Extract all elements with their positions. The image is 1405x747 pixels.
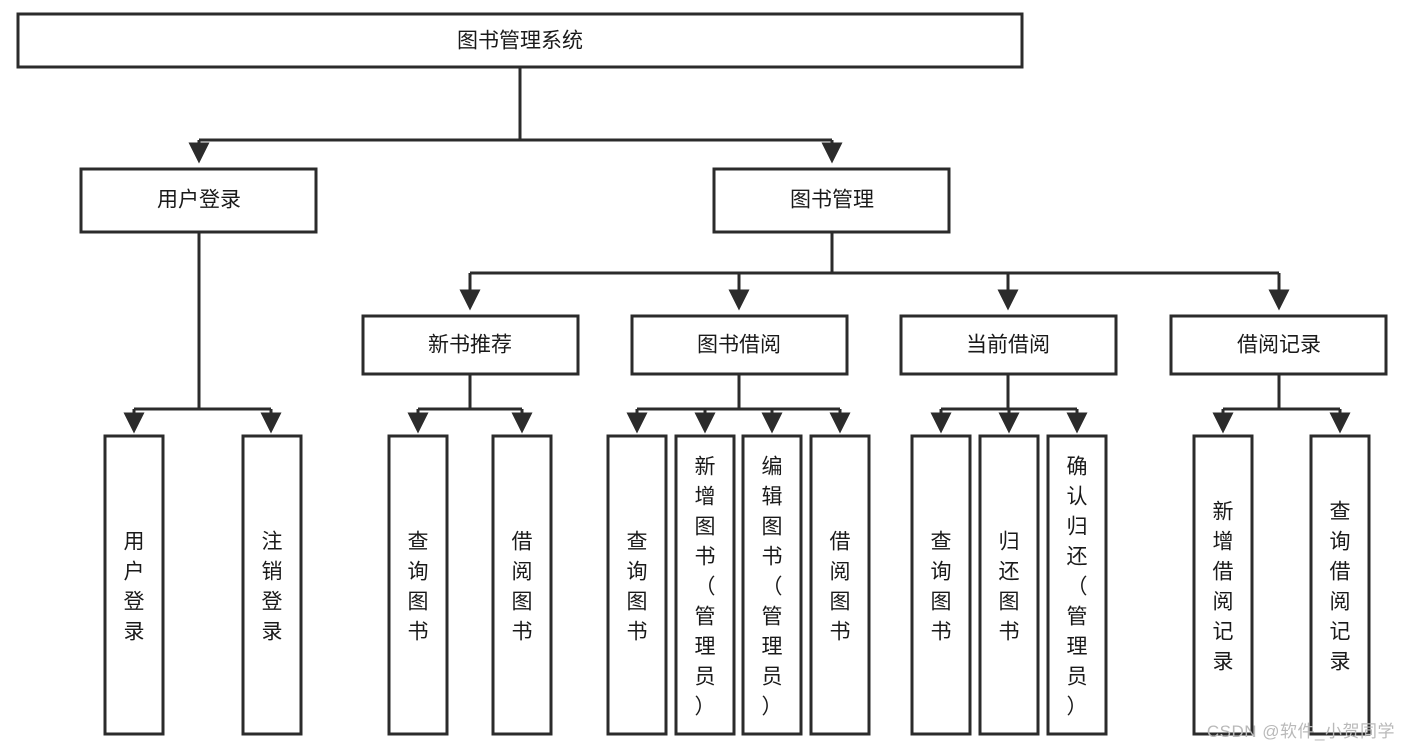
- connector-group-book-borrow: [626, 374, 851, 434]
- node-book-borrow-label: 图书借阅: [697, 334, 781, 357]
- node-leaf-return-book-box[interactable]: [978, 434, 1040, 736]
- node-current-borrow-label: 当前借阅: [966, 334, 1050, 357]
- node-book-borrow[interactable]: 图书借阅: [630, 314, 849, 376]
- connector-group-borrow-record: [1212, 374, 1351, 434]
- node-leaf-user-login-label: 用户登录: [124, 530, 145, 643]
- node-book-manage-box[interactable]: [712, 167, 951, 234]
- node-leaf-add-book-box[interactable]: [674, 434, 736, 736]
- node-leaf-edit-book[interactable]: 编辑图书（管理员）: [741, 434, 803, 736]
- node-leaf-query-book-3[interactable]: 查询图书: [910, 434, 972, 736]
- node-user-login[interactable]: 用户登录: [79, 167, 318, 234]
- node-new-book-recommend[interactable]: 新书推荐: [361, 314, 580, 376]
- node-root-label: 图书管理系统: [457, 30, 583, 53]
- node-root-box[interactable]: [16, 12, 1024, 69]
- node-leaf-add-book-label: 新增图书（管理员）: [695, 455, 716, 718]
- node-leaf-borrow-book-1-label: 借阅图书: [512, 530, 533, 643]
- node-leaf-query-book-3-label: 查询图书: [931, 530, 952, 643]
- csdn-watermark: CSDN @软件_小贺同学: [1206, 722, 1395, 741]
- node-leaf-logout-login[interactable]: 注销登录: [241, 434, 303, 736]
- node-leaf-edit-book-box[interactable]: [741, 434, 803, 736]
- node-current-borrow-box[interactable]: [899, 314, 1118, 376]
- node-leaf-query-book-2-label: 查询图书: [627, 530, 648, 643]
- node-leaf-query-book-3-box[interactable]: [910, 434, 972, 736]
- node-leaf-add-record-box[interactable]: [1192, 434, 1254, 736]
- node-leaf-query-book-1-label: 查询图书: [408, 530, 429, 643]
- node-leaf-query-record[interactable]: 查询借阅记录: [1309, 434, 1371, 736]
- node-leaf-borrow-book-1-box[interactable]: [491, 434, 553, 736]
- connector-group-user-login: [123, 232, 282, 434]
- node-leaf-confirm-return-label: 确认归还（管理员）: [1067, 455, 1088, 718]
- connector-group-new-book-recommend: [407, 374, 533, 434]
- connector-group-current-borrow: [930, 374, 1088, 434]
- node-borrow-record-label: 借阅记录: [1237, 334, 1321, 357]
- connector-group-root: [188, 67, 843, 164]
- node-root[interactable]: 图书管理系统: [16, 12, 1024, 69]
- node-leaf-add-record[interactable]: 新增借阅记录: [1192, 434, 1254, 736]
- node-leaf-return-book-label: 归还图书: [999, 530, 1020, 643]
- node-new-book-recommend-box[interactable]: [361, 314, 580, 376]
- node-leaf-user-login[interactable]: 用户登录: [103, 434, 165, 736]
- node-leaf-add-book[interactable]: 新增图书（管理员）: [674, 434, 736, 736]
- node-new-book-recommend-label: 新书推荐: [428, 334, 512, 357]
- node-leaf-logout-login-label: 注销登录: [262, 530, 283, 643]
- node-leaf-confirm-return[interactable]: 确认归还（管理员）: [1046, 434, 1108, 736]
- node-leaf-query-record-box[interactable]: [1309, 434, 1371, 736]
- node-book-borrow-box[interactable]: [630, 314, 849, 376]
- node-borrow-record-box[interactable]: [1169, 314, 1388, 376]
- node-leaf-query-record-label: 查询借阅记录: [1330, 500, 1351, 673]
- connector-group-book-manage: [459, 232, 1290, 311]
- node-leaf-user-login-box[interactable]: [103, 434, 165, 736]
- node-leaf-borrow-book-1[interactable]: 借阅图书: [491, 434, 553, 736]
- node-leaf-query-book-1-box[interactable]: [387, 434, 449, 736]
- node-leaf-borrow-book-2-label: 借阅图书: [830, 530, 851, 643]
- node-leaf-query-book-2-box[interactable]: [606, 434, 668, 736]
- node-leaf-logout-login-box[interactable]: [241, 434, 303, 736]
- node-current-borrow[interactable]: 当前借阅: [899, 314, 1118, 376]
- node-leaf-borrow-book-2-box[interactable]: [809, 434, 871, 736]
- node-book-manage-label: 图书管理: [790, 189, 874, 212]
- node-leaf-confirm-return-box[interactable]: [1046, 434, 1108, 736]
- node-user-login-label: 用户登录: [157, 189, 241, 212]
- node-leaf-return-book[interactable]: 归还图书: [978, 434, 1040, 736]
- node-borrow-record[interactable]: 借阅记录: [1169, 314, 1388, 376]
- node-leaf-edit-book-label: 编辑图书（管理员）: [762, 455, 783, 718]
- node-leaf-query-book-2[interactable]: 查询图书: [606, 434, 668, 736]
- node-leaf-borrow-book-2[interactable]: 借阅图书: [809, 434, 871, 736]
- node-book-manage[interactable]: 图书管理: [712, 167, 951, 234]
- node-leaf-add-record-label: 新增借阅记录: [1213, 500, 1234, 673]
- node-user-login-box[interactable]: [79, 167, 318, 234]
- node-leaf-query-book-1[interactable]: 查询图书: [387, 434, 449, 736]
